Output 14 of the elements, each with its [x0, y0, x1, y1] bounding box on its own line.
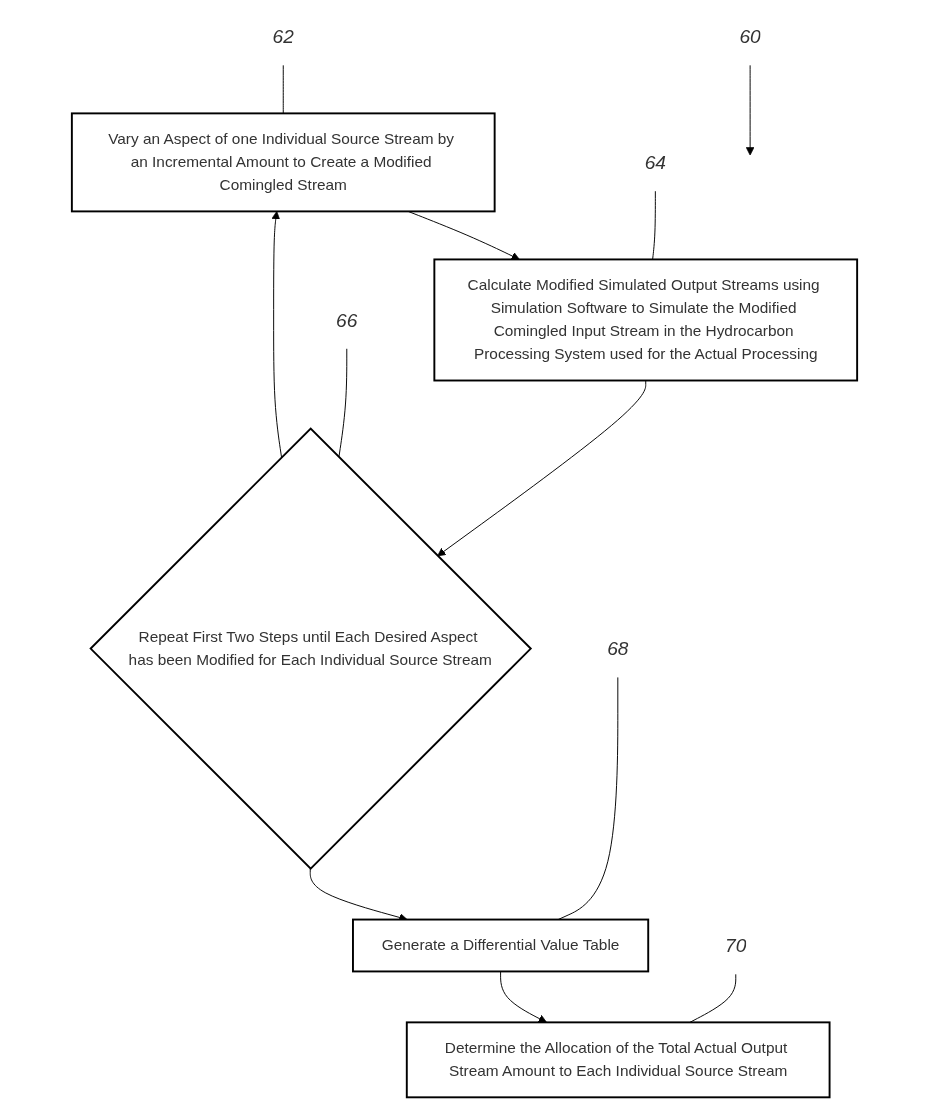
- process-box: Determine the Allocation of the Total Actual Output Stream Amount to Each Individual Source Stream: [405, 1021, 831, 1099]
- leader-line: [689, 973, 737, 1023]
- process-box: Generate a Differential Value Table: [352, 918, 650, 973]
- process-box: Calculate Modified Simulated Output Streams using Simulation Software to Simulate the Modified Comingled Input Stream in the Hydrocarbon Processing System used for the Actual Processing: [433, 258, 859, 382]
- callout-number: 60: [739, 25, 761, 48]
- decision-diamond: Repeat First Two Steps until Each Desired Aspect has been Modified for Each Individual Source Stream: [89, 427, 533, 870]
- callout-number: 70: [725, 934, 747, 957]
- callout-number: 62: [272, 25, 294, 48]
- callout-number: 66: [336, 309, 358, 331]
- process-box: Vary an Aspect of one Individual Source Stream by an Incremental Amount to Create a Modified Comingled Stream: [70, 112, 496, 213]
- leader-line: [282, 64, 284, 114]
- callout-number: 64: [644, 151, 667, 173]
- leader-line: [652, 190, 656, 260]
- callout-number: 68: [607, 638, 629, 660]
